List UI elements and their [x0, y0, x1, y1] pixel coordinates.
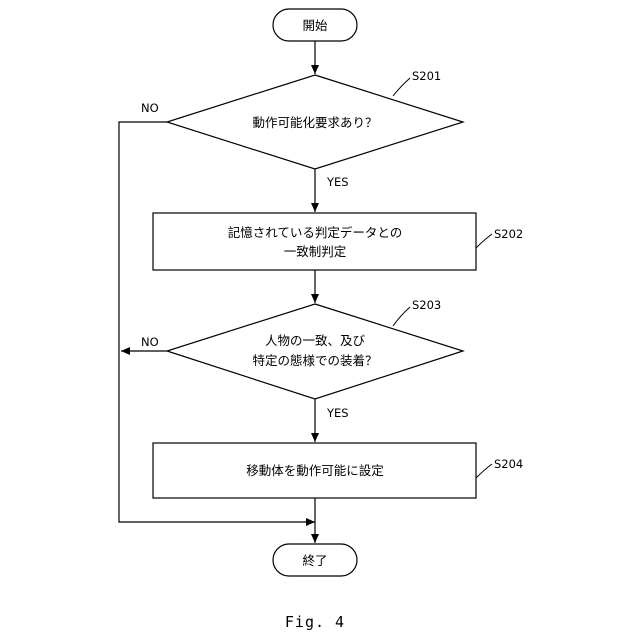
leader-s201	[393, 78, 410, 96]
step-id-s203: S203	[412, 298, 441, 312]
step-id-s201: S201	[412, 69, 441, 83]
figure-caption: Fig. 4	[285, 613, 345, 631]
merge-arrowhead	[306, 518, 315, 526]
start-label: 開始	[302, 18, 328, 33]
decision-s201-text: 動作可能化要求あり？	[252, 115, 377, 130]
branch-s203-yes: YES	[326, 406, 349, 420]
leader-s202	[476, 234, 492, 248]
end-label: 終了	[302, 553, 327, 568]
process-s204-text: 移動体を動作可能に設定	[246, 463, 384, 478]
branch-s201-yes: YES	[326, 175, 349, 189]
decision-s203-line2: 特定の態様での装着？	[252, 353, 377, 368]
branch-s203-no: NO	[141, 335, 159, 349]
leader-s204	[476, 464, 492, 478]
step-id-s204: S204	[494, 457, 523, 471]
decision-s203-line1: 人物の一致、及び	[265, 333, 366, 348]
decision-s203	[167, 304, 463, 399]
leader-s203	[393, 307, 410, 326]
branch-s201-no: NO	[141, 101, 159, 115]
process-s202-line2: 一致制判定	[284, 244, 347, 259]
process-s202-line1: 記憶されている判定データとの	[228, 225, 403, 240]
process-s202	[153, 213, 476, 270]
step-id-s202: S202	[494, 227, 523, 241]
